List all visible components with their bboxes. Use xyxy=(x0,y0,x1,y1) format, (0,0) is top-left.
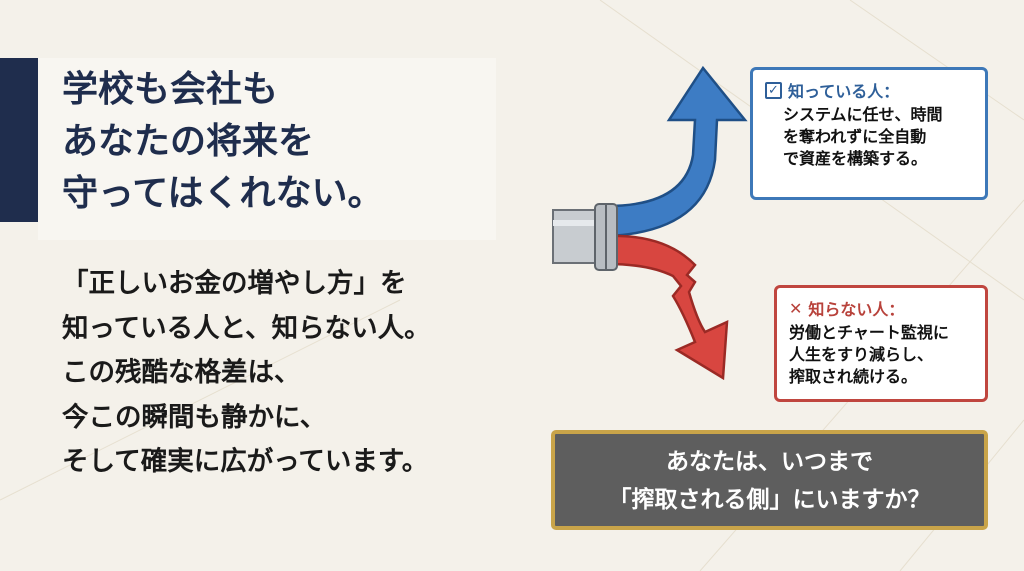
body-line: 知っている人と、知らない人。 xyxy=(62,312,431,344)
non-knowers-line: 人生をすり減らし、 xyxy=(789,345,934,364)
knowers-label: 知っている人： xyxy=(788,82,900,101)
non-knowers-card: ✕ 知らない人： 労働とチャート監視に 人生をすり減らし、 搾取され続ける。 xyxy=(774,285,988,402)
checkbox-icon: ✓ xyxy=(765,81,782,99)
body-line: 今この瞬間も静かに、 xyxy=(62,401,327,433)
blue-up-arrow xyxy=(605,65,748,238)
question-line: 「搾取される側」にいますか？ xyxy=(608,487,931,513)
non-knowers-label: 知らない人： xyxy=(808,300,905,319)
headline: 学校も会社も あなたの将来を 守ってはくれない。 xyxy=(62,64,383,220)
title-accent-bar xyxy=(0,58,38,222)
headline-line: 学校も会社も xyxy=(62,69,279,110)
body-line: 「正しいお金の増やし方」を xyxy=(62,268,407,299)
body-text: 「正しいお金の増やし方」を 知っている人と、知らない人。 この残酷な格差は、 今… xyxy=(62,262,431,485)
question-line: あなたは、いつまで xyxy=(666,449,873,475)
knowers-line: システムに任せ、時間 xyxy=(783,105,943,124)
pipe-split-illustration xyxy=(552,65,748,380)
headline-line: 守ってはくれない。 xyxy=(62,173,384,214)
knowers-line: を奪われずに全自動 xyxy=(783,127,927,146)
pipe xyxy=(552,209,599,264)
headline-line: あなたの将来を xyxy=(62,121,315,162)
x-icon: ✕ xyxy=(789,298,803,318)
red-down-arrow xyxy=(605,234,729,380)
body-line: そして確実に広がっています。 xyxy=(62,446,429,477)
question-banner: あなたは、いつまで 「搾取される側」にいますか？ xyxy=(551,430,988,530)
non-knowers-line: 労働とチャート監視に xyxy=(789,323,949,342)
title-panel xyxy=(38,58,496,240)
non-knowers-line: 搾取され続ける。 xyxy=(789,367,918,386)
knowers-line: で資産を構築する。 xyxy=(783,149,928,168)
knowers-card: ✓ 知っている人： システムに任せ、時間 を奪われずに全自動 で資産を構築する。 xyxy=(750,67,988,200)
body-line: この残酷な格差は、 xyxy=(62,357,301,388)
